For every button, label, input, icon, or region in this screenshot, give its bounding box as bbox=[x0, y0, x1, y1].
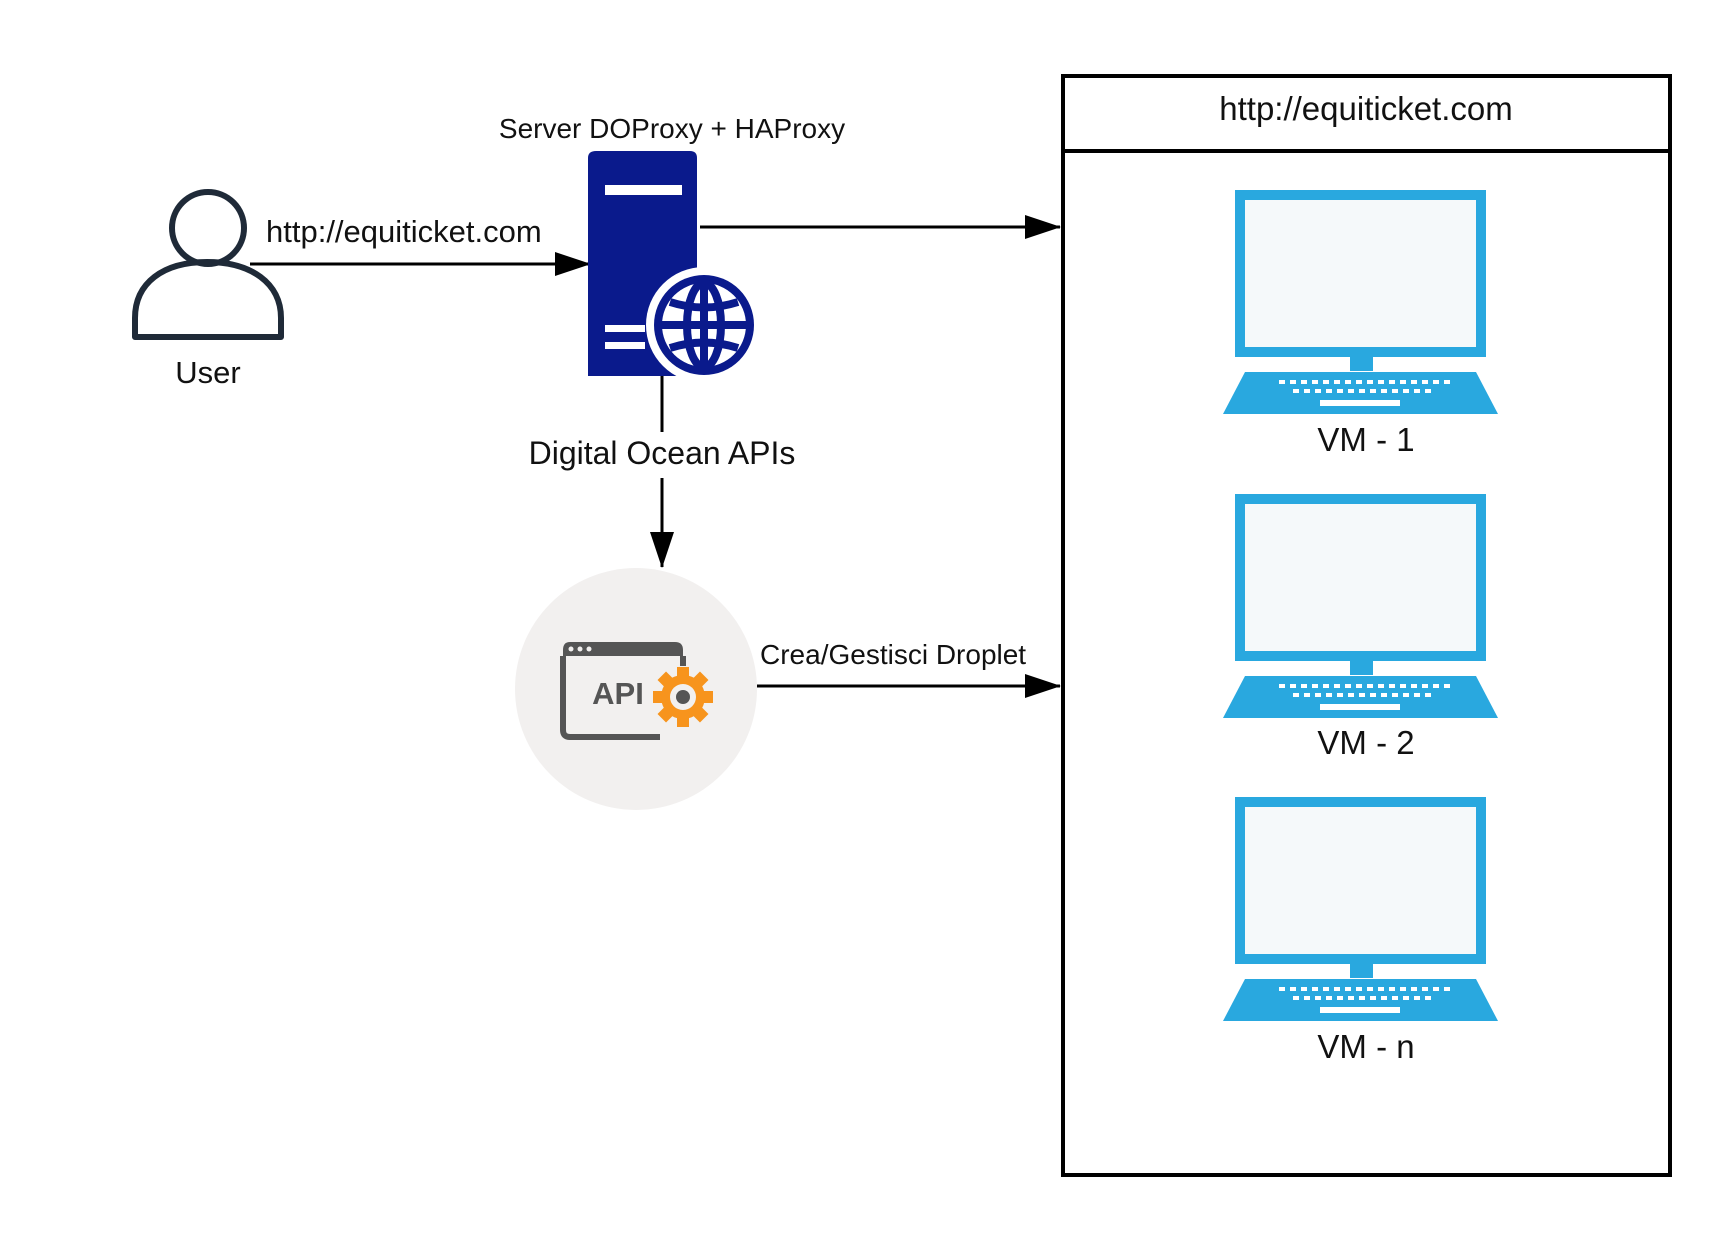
api-icon: API bbox=[515, 568, 757, 810]
vm-2-monitor-icon bbox=[1223, 494, 1498, 718]
vm-1-label: VM - 1 bbox=[1317, 421, 1414, 458]
user-request-label: http://equiticket.com bbox=[266, 214, 542, 249]
user-label: User bbox=[175, 355, 240, 390]
gear-icon bbox=[653, 667, 713, 727]
user-icon bbox=[132, 189, 284, 340]
cluster-title: http://equiticket.com bbox=[1219, 90, 1512, 127]
globe-icon bbox=[646, 267, 762, 383]
server-label: Server DOProxy + HAProxy bbox=[499, 113, 845, 144]
web-server-icon bbox=[588, 151, 762, 383]
vm-2-label: VM - 2 bbox=[1317, 724, 1414, 761]
api-action-label: Crea/Gestisci Droplet bbox=[760, 639, 1026, 670]
api-badge-text: API bbox=[592, 676, 644, 711]
api-link-label: Digital Ocean APIs bbox=[529, 435, 796, 471]
vm-n-monitor-icon bbox=[1223, 797, 1498, 1021]
vm-n-label: VM - n bbox=[1317, 1028, 1414, 1065]
vm-1-monitor-icon bbox=[1223, 190, 1498, 414]
